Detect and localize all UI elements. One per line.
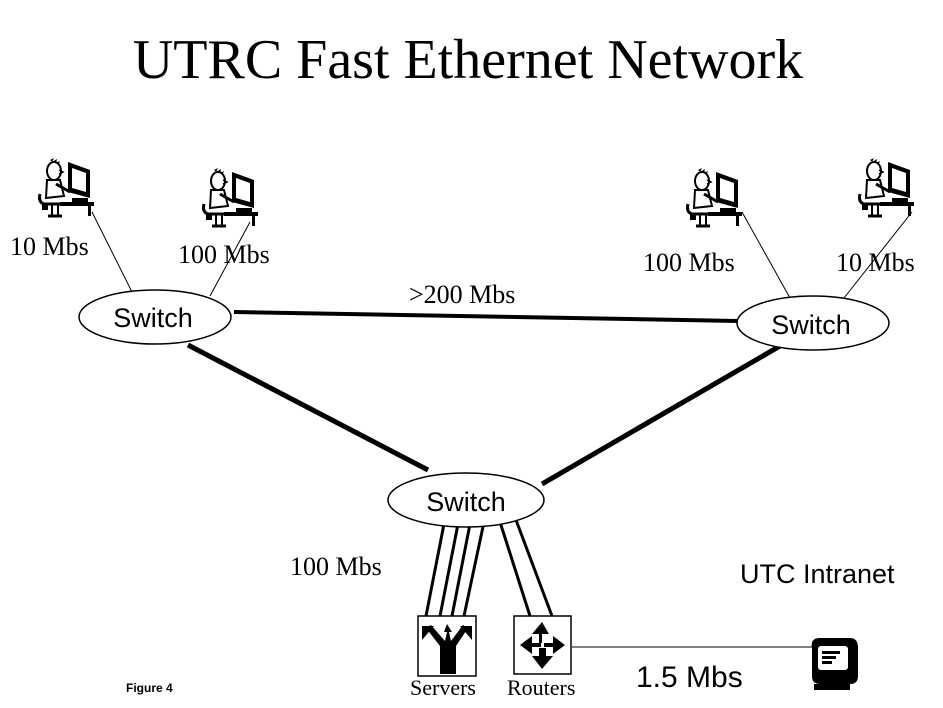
- user-at-computer-icon: [202, 166, 260, 228]
- switch-right-label: Switch: [771, 310, 851, 340]
- backbone-link-top: [233, 310, 739, 323]
- speed-label-left-pc1: 10 Mbs: [10, 232, 89, 261]
- backbone-link-left: [186, 342, 430, 473]
- diagram-title: UTRC Fast Ethernet Network: [133, 29, 803, 91]
- server-icon[interactable]: [417, 615, 477, 677]
- switch-left[interactable]: Switch: [78, 289, 232, 345]
- terminal-icon[interactable]: [811, 638, 858, 690]
- switch-center-label: Switch: [426, 487, 506, 517]
- speed-label-right-pc1: 100 Mbs: [643, 248, 735, 277]
- backbone-link-right: [540, 343, 782, 487]
- switch-left-label: Switch: [113, 303, 193, 333]
- speed-label-right-pc2: 10 Mbs: [836, 248, 915, 277]
- router-links: [498, 519, 554, 617]
- link-left-pc1: [91, 211, 133, 293]
- switch-right[interactable]: Switch: [736, 295, 890, 351]
- user-at-computer-icon: [686, 166, 744, 228]
- user-at-computer-icon: [38, 156, 96, 218]
- speed-label-left-pc2: 100 Mbs: [178, 240, 270, 269]
- speed-label-wan: 1.5 Mbs: [636, 661, 743, 694]
- servers-label: Servers: [410, 675, 476, 700]
- user-at-computer-icon: [858, 156, 916, 218]
- link-right-pc2: [843, 211, 913, 299]
- speed-label-servers: 100 Mbs: [290, 552, 382, 581]
- speed-label-backbone: >200 Mbs: [409, 280, 515, 309]
- switch-center[interactable]: Switch: [387, 472, 545, 528]
- routers-label: Routers: [507, 675, 575, 700]
- link-left-pc2: [209, 221, 251, 297]
- intranet-label: UTC Intranet: [740, 559, 895, 589]
- server-links: [424, 521, 486, 617]
- link-right-pc1: [741, 211, 791, 299]
- figure-label: Figure 4: [126, 681, 173, 695]
- router-icon[interactable]: [513, 615, 572, 675]
